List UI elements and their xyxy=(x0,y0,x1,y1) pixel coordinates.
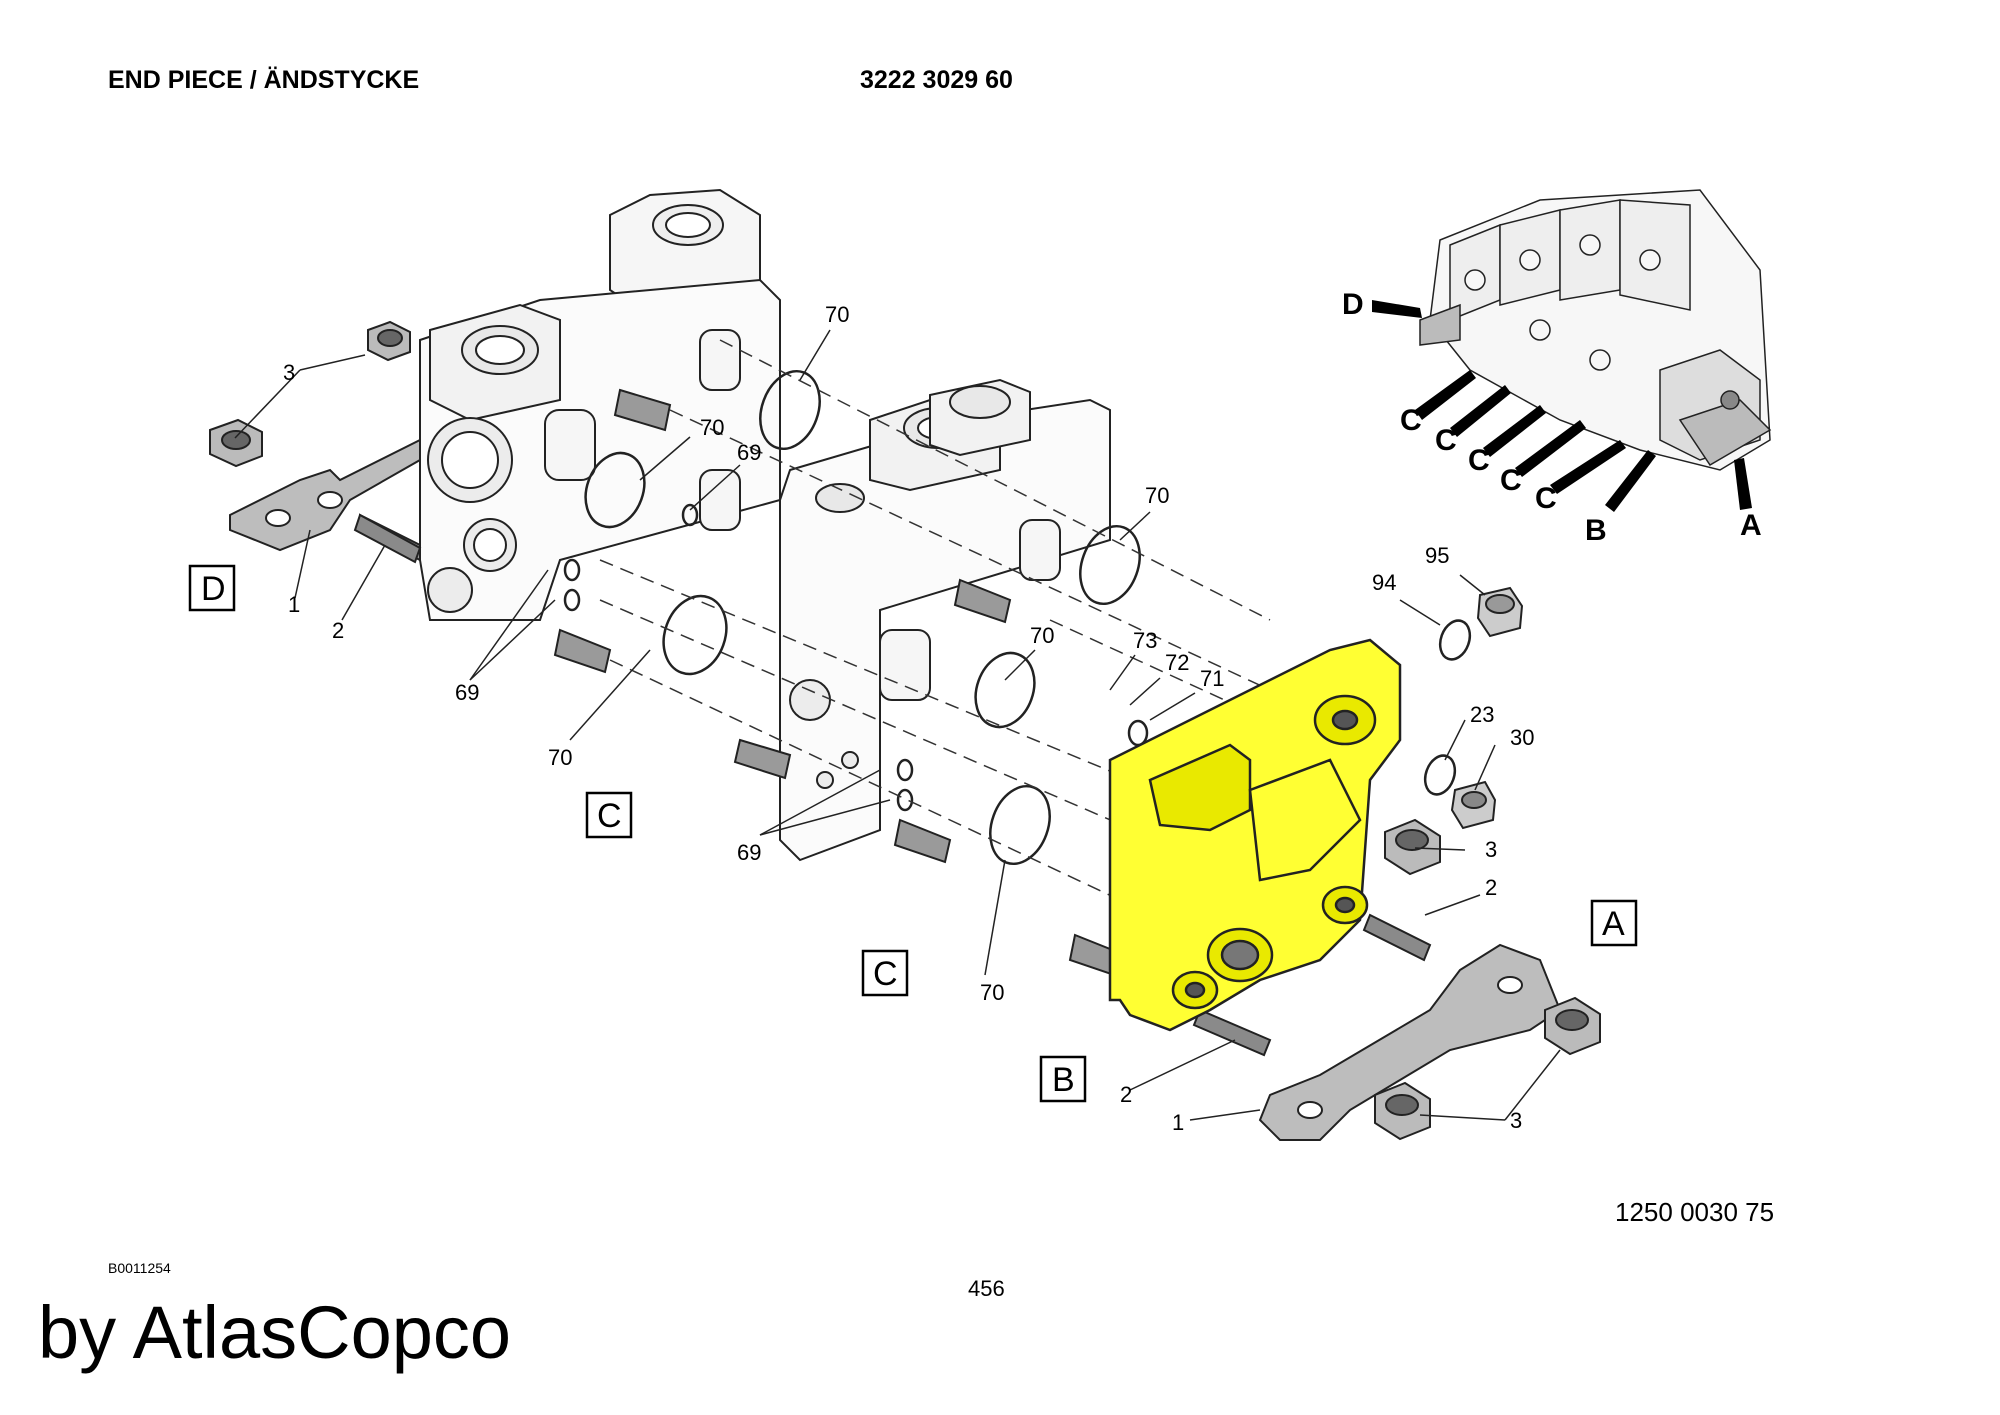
overview-thumbnail xyxy=(1419,189,1772,471)
callout-69-a: 69 xyxy=(455,680,479,705)
middle-valve-section xyxy=(779,378,1111,862)
callout-2-left: 2 xyxy=(332,618,344,643)
leader-lines xyxy=(234,329,1561,1121)
part-number: 3222 3029 60 xyxy=(860,66,1013,94)
watermark: by AtlasCopco xyxy=(38,1291,512,1374)
end-piece-highlighted xyxy=(1108,638,1402,1032)
overview-label-c1: C xyxy=(1400,404,1422,437)
section-box-d: D xyxy=(201,570,226,608)
callout-69-b: 69 xyxy=(737,440,761,465)
page-number: 456 xyxy=(968,1276,1005,1301)
page-title: END PIECE / ÄNDSTYCKE xyxy=(108,66,420,94)
callout-71: 71 xyxy=(1200,666,1224,691)
callout-70-b: 70 xyxy=(700,415,724,440)
callout-72: 72 xyxy=(1165,650,1189,675)
callout-70-c: 70 xyxy=(1145,483,1169,508)
callout-69-c: 69 xyxy=(737,840,761,865)
drawing-number: 1250 0030 75 xyxy=(1615,1197,1775,1227)
callout-70-f: 70 xyxy=(980,980,1004,1005)
callout-23: 23 xyxy=(1470,702,1494,727)
section-box-a: A xyxy=(1602,905,1625,943)
reference-code: B0011254 xyxy=(108,1260,171,1276)
callout-3-left: 3 xyxy=(283,360,295,385)
overview-label-b: B xyxy=(1585,514,1607,547)
section-boxes xyxy=(188,564,1638,1103)
overview-label-c3: C xyxy=(1468,444,1490,477)
overview-label-c2: C xyxy=(1435,424,1457,457)
callout-30: 30 xyxy=(1510,725,1534,750)
overview-label-a: A xyxy=(1740,509,1762,542)
callout-3-right-lower: 3 xyxy=(1510,1108,1522,1133)
callout-73: 73 xyxy=(1133,628,1157,653)
callout-3-right-upper: 3 xyxy=(1485,837,1497,862)
callout-95: 95 xyxy=(1425,543,1449,568)
callout-70-d: 70 xyxy=(1030,623,1054,648)
section-box-b: B xyxy=(1052,1061,1075,1099)
left-valve-section xyxy=(419,188,781,621)
callout-70-e: 70 xyxy=(548,745,572,770)
section-box-c-lower: C xyxy=(873,955,898,993)
callout-2-right-lower: 2 xyxy=(1120,1082,1132,1107)
section-box-c-upper: C xyxy=(597,797,622,835)
callout-94: 94 xyxy=(1372,570,1396,595)
callout-1-right: 1 xyxy=(1172,1110,1184,1135)
callouts: 3 1 2 69 70 70 69 70 70 70 73 72 71 69 7… xyxy=(283,302,1534,1135)
plugs xyxy=(1450,586,1524,830)
overview-label-c4: C xyxy=(1500,464,1522,497)
left-nut-lower xyxy=(209,418,263,468)
overview-label-d: D xyxy=(1342,288,1364,321)
callout-70-a: 70 xyxy=(825,302,849,327)
callout-1-left: 1 xyxy=(288,592,300,617)
overview-label-c5: C xyxy=(1535,482,1557,515)
overview-pointers xyxy=(1372,300,1752,512)
callout-2-right-upper: 2 xyxy=(1485,875,1497,900)
left-nut-upper xyxy=(367,320,411,362)
right-nuts xyxy=(1374,818,1601,1141)
